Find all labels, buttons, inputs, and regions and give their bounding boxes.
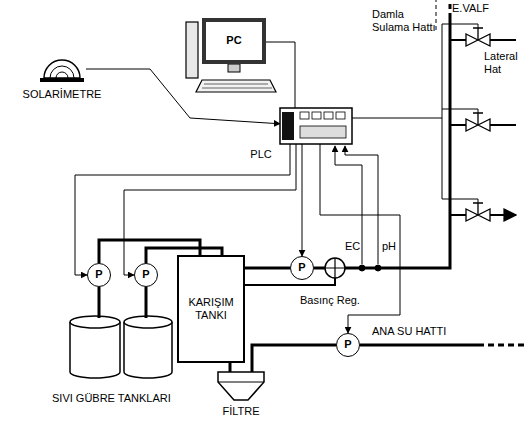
pipe-connector — [229, 363, 232, 372]
monitor-screen: PC — [202, 18, 266, 64]
signal-wire — [266, 42, 295, 108]
node-heading: FİLTRE — [208, 405, 274, 418]
tank-body — [70, 322, 120, 378]
node-label: PC — [226, 34, 241, 47]
line-label: Lateral Hat — [484, 50, 524, 76]
suction-pipe — [99, 287, 146, 318]
node-label: KARIŞIM TANKI — [179, 296, 243, 322]
plc-terminal — [324, 112, 333, 119]
pipe-continuation — [449, 0, 452, 18]
plc-terminal — [312, 112, 321, 119]
plc-terminal — [300, 112, 309, 119]
node-label: P — [142, 268, 149, 281]
tank-body — [124, 322, 172, 378]
valve-wire — [352, 24, 478, 203]
sensor-label: pH — [382, 240, 396, 253]
signal-wire — [86, 69, 280, 124]
pipe-connector — [245, 267, 290, 270]
part-label: SIVI GÜBRE TANKLARI — [52, 392, 171, 405]
sensor-base — [40, 78, 84, 82]
pump: P — [290, 256, 314, 280]
plc-panel — [300, 126, 346, 138]
valve-label: E.VALF — [452, 2, 489, 15]
supply-continuation — [480, 344, 524, 347]
return-pipe — [242, 278, 335, 285]
pipe-connector — [252, 345, 336, 372]
sensor-wire — [335, 146, 362, 264]
valve-inlet — [450, 40, 466, 215]
tank-top — [124, 316, 172, 328]
keyboard-keys — [202, 84, 272, 88]
tank-top — [70, 316, 120, 328]
keyboard — [196, 80, 276, 92]
node-label: P — [95, 268, 102, 281]
node-label: P — [298, 261, 305, 274]
node-shape — [38, 52, 86, 84]
plc-unit: PLC — [280, 108, 352, 144]
signal-wire — [302, 144, 303, 256]
sensor-wire — [345, 146, 378, 264]
supply-pipe — [360, 344, 480, 347]
node-shape — [218, 372, 264, 400]
pump: P — [336, 333, 360, 357]
plc-housing — [280, 108, 352, 144]
pump: P — [87, 263, 111, 287]
filter-lid — [218, 382, 264, 383]
monitor-stand — [228, 64, 240, 72]
node-heading: PLC — [246, 148, 276, 161]
regulator-cross — [325, 258, 345, 278]
sensor-label: EC — [345, 240, 360, 253]
node-label: P — [344, 338, 351, 351]
sensor-ring — [50, 66, 74, 78]
node-shape — [280, 108, 352, 144]
solarimeter: SOLARİMETRE — [38, 52, 86, 84]
ph-sensor — [375, 265, 381, 271]
pipe-continuation — [436, 0, 437, 30]
mixing-tank: KARIŞIM TANKI — [177, 255, 245, 363]
line-label: Damla Sulama Hattı — [372, 8, 436, 34]
valve-stem — [473, 28, 483, 215]
line-label: ANA SU HATTI — [372, 325, 446, 338]
plc-module — [282, 112, 294, 140]
sensor-dome — [44, 60, 80, 78]
plc-terminal — [336, 112, 345, 119]
pump: P — [134, 263, 158, 287]
filter-body — [218, 372, 264, 400]
filter: FİLTRE — [218, 372, 264, 400]
pc-tower — [186, 22, 198, 78]
fertilizer-tank — [70, 316, 172, 378]
node-heading: SOLARİMETRE — [8, 88, 116, 101]
part-label: Basınç Reg. — [300, 294, 360, 307]
pressure-regulator — [325, 258, 345, 278]
ec-sensor — [359, 265, 365, 271]
